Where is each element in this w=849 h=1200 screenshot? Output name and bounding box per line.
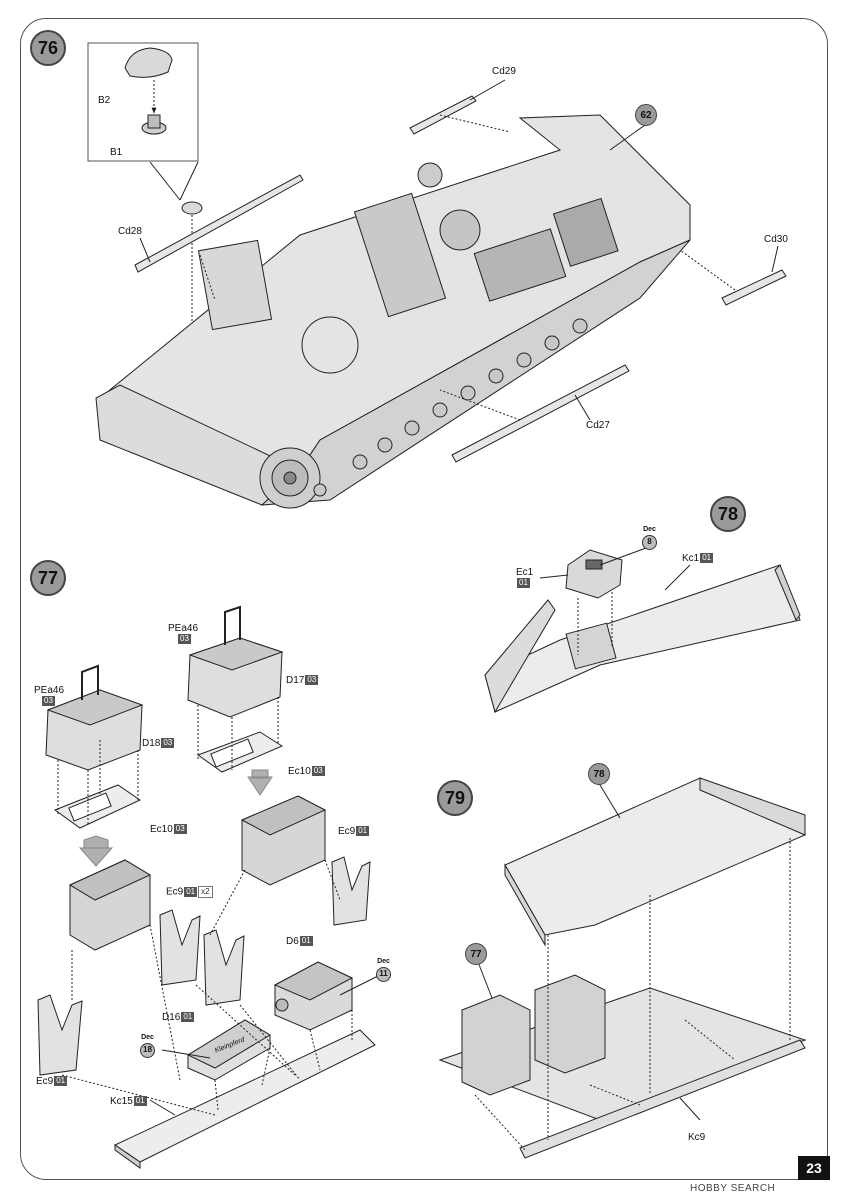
decal-8-number: 8 — [642, 535, 657, 550]
label-kc15-name: Kc15 — [110, 1096, 133, 1107]
ref-step-77: 77 — [465, 943, 487, 965]
label-d17-code: 03 — [305, 675, 319, 686]
step-77-subassembly-b — [534, 974, 606, 1074]
label-pea46-right-code: 03 — [178, 634, 191, 645]
progress-arrow-left — [78, 835, 114, 867]
label-d18-code: 03 — [161, 738, 175, 749]
label-kc15-code: 01 — [133, 1096, 147, 1107]
decal-8-word: Dec — [643, 526, 656, 533]
label-ec10-right-code: 03 — [311, 766, 325, 777]
step-78-number: 78 — [710, 496, 746, 532]
label-cd27: Cd27 — [586, 420, 610, 431]
road-wheel-mounts — [313, 318, 588, 497]
ref-step-62: 62 — [635, 104, 657, 126]
watermark: HOBBY SEARCH — [690, 1183, 776, 1194]
label-cd29: Cd29 — [492, 66, 516, 77]
part-cd30 — [721, 269, 787, 306]
hull-side — [260, 239, 691, 506]
step-77-number: 77 — [30, 560, 66, 596]
label-kc1-code: 01 — [700, 553, 714, 564]
label-pea46-right: PEa46 03 — [168, 623, 198, 645]
part-pea46-left-handle — [81, 664, 99, 700]
step-76-drawing — [87, 42, 787, 509]
part-ec9-mid-b — [203, 929, 245, 1006]
label-ec10-right-name: Ec10 — [288, 766, 311, 777]
part-ec9-left — [37, 994, 83, 1076]
label-pea46-left-code: 03 — [42, 696, 55, 707]
label-ec9-mid-name: Ec9 — [166, 886, 184, 898]
label-ec1: Ec1 01 — [516, 567, 533, 589]
label-d6-name: D6 — [286, 936, 299, 947]
label-pea46-left-name: PEa46 — [34, 685, 65, 696]
step-76-number: 76 — [30, 30, 66, 66]
label-ec9-right-name: Ec9 — [338, 826, 356, 837]
label-ec9-left-name: Ec9 — [36, 1076, 54, 1087]
step-79-number: 79 — [437, 780, 473, 816]
step-78-drawing — [484, 547, 801, 714]
label-kc9: Kc9 — [688, 1132, 706, 1143]
label-cd30: Cd30 — [764, 234, 788, 245]
label-d17-name: D17 — [286, 675, 305, 686]
label-ec1-code: 01 — [517, 578, 530, 589]
part-pea46-right-handle — [224, 605, 241, 645]
label-d6-code: 01 — [299, 936, 313, 947]
part-ec9-right — [331, 856, 371, 926]
decal-18-word: Dec — [141, 1034, 154, 1041]
part-ec1-box — [565, 549, 623, 599]
label-kc1-name: Kc1 — [682, 553, 700, 564]
label-ec9-mid-code: 01 — [184, 887, 198, 897]
decal-11-number: 11 — [376, 967, 391, 982]
label-b2: B2 — [98, 95, 111, 106]
page-number: 23 — [798, 1156, 830, 1180]
progress-arrow-right — [247, 769, 273, 796]
label-ec1-name: Ec1 — [516, 567, 534, 578]
label-b1: B1 — [110, 147, 123, 158]
decal-18-number: 18 — [140, 1043, 155, 1058]
part-cd27 — [451, 364, 630, 463]
label-ec9-left-code: 01 — [54, 1076, 68, 1087]
decal-11-word: Dec — [377, 958, 390, 965]
part-cd29 — [409, 95, 477, 135]
label-d16-code: 01 — [181, 1012, 195, 1023]
step-77-drawing — [37, 605, 381, 1169]
part-kc9-strip — [519, 1039, 806, 1159]
step-77-subassembly-a — [461, 994, 531, 1096]
small-hatch — [181, 201, 203, 215]
label-ec9-mid-qty: x2 — [198, 886, 213, 898]
part-ec9-mid-a — [159, 909, 201, 986]
part-cd28 — [134, 174, 304, 273]
label-cd28: Cd28 — [118, 226, 142, 237]
decal-18: Dec 18 — [140, 1034, 155, 1058]
label-ec10-left-code: 03 — [173, 824, 187, 835]
decal-11: Dec 11 — [376, 958, 391, 982]
label-d16-name: D16 — [162, 1012, 181, 1023]
step-79-drawing — [438, 777, 807, 1159]
ref-step-78: 78 — [588, 763, 610, 785]
label-ec10-left-name: Ec10 — [150, 824, 173, 835]
label-pea46-right-name: PEa46 — [168, 623, 199, 634]
label-d18-name: D18 — [142, 738, 161, 749]
label-ec9-right-code: 01 — [356, 826, 370, 837]
decal-8: Dec 8 — [642, 526, 657, 550]
label-pea46-left: PEa46 03 — [34, 685, 64, 707]
page-frame — [20, 18, 828, 1180]
bracket-ec1-mount — [565, 622, 617, 670]
part-b2-cap — [124, 47, 173, 78]
